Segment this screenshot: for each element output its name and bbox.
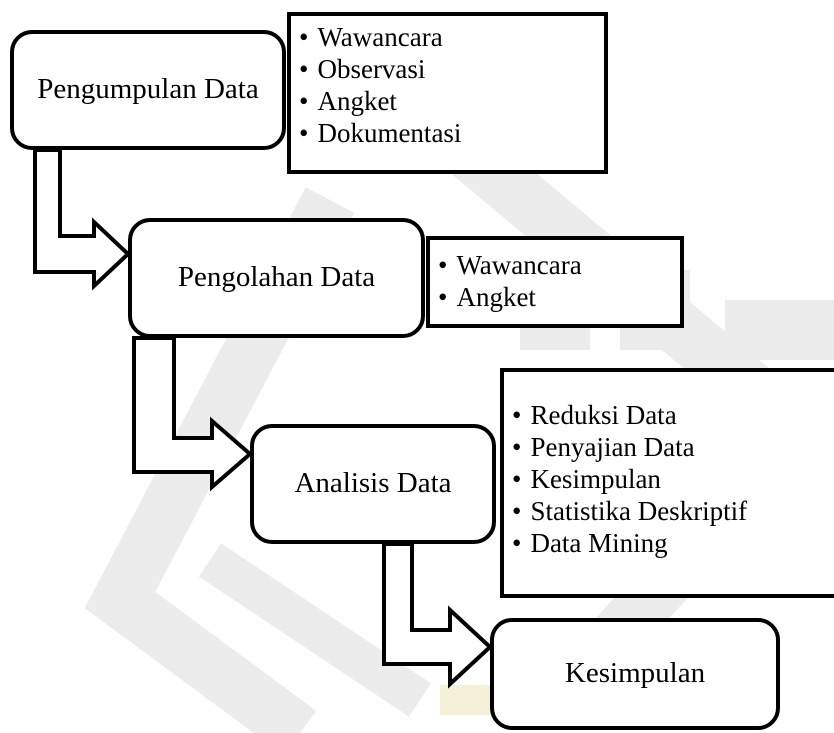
step-pengolahan-data: Pengolahan Data (128, 218, 425, 338)
list-item: Angket (299, 85, 596, 117)
list-item: Statistika Deskriptif (512, 495, 828, 527)
list-item: Reduksi Data (512, 399, 828, 431)
analisis-methods-list: Reduksi Data Penyajian Data Kesimpulan S… (500, 368, 834, 598)
list-item: Wawancara (299, 21, 596, 53)
flow-arrow-1 (33, 148, 131, 291)
list-item: Wawancara (438, 249, 672, 281)
step-label: Kesimpulan (564, 657, 706, 690)
step-label: Pengumpulan Data (37, 73, 259, 106)
step-kesimpulan: Kesimpulan (490, 618, 780, 730)
list-item: Penyajian Data (512, 431, 828, 463)
flow-arrow-3 (382, 542, 493, 689)
step-pengumpulan-data: Pengumpulan Data (10, 30, 286, 150)
step-label: Pengolahan Data (177, 261, 376, 294)
list-item: Kesimpulan (512, 463, 828, 495)
step-analisis-data: Analisis Data (250, 424, 496, 544)
list-item: Angket (438, 281, 672, 313)
pengolahan-methods-list: Wawancara Angket (426, 236, 684, 328)
list-item: Observasi (299, 53, 596, 85)
list-item: Dokumentasi (299, 117, 596, 149)
step-label: Analisis Data (294, 467, 452, 500)
flow-arrow-2 (132, 336, 254, 492)
pengumpulan-methods-list: Wawancara Observasi Angket Dokumentasi (287, 12, 608, 174)
list-item: Data Mining (512, 527, 828, 559)
